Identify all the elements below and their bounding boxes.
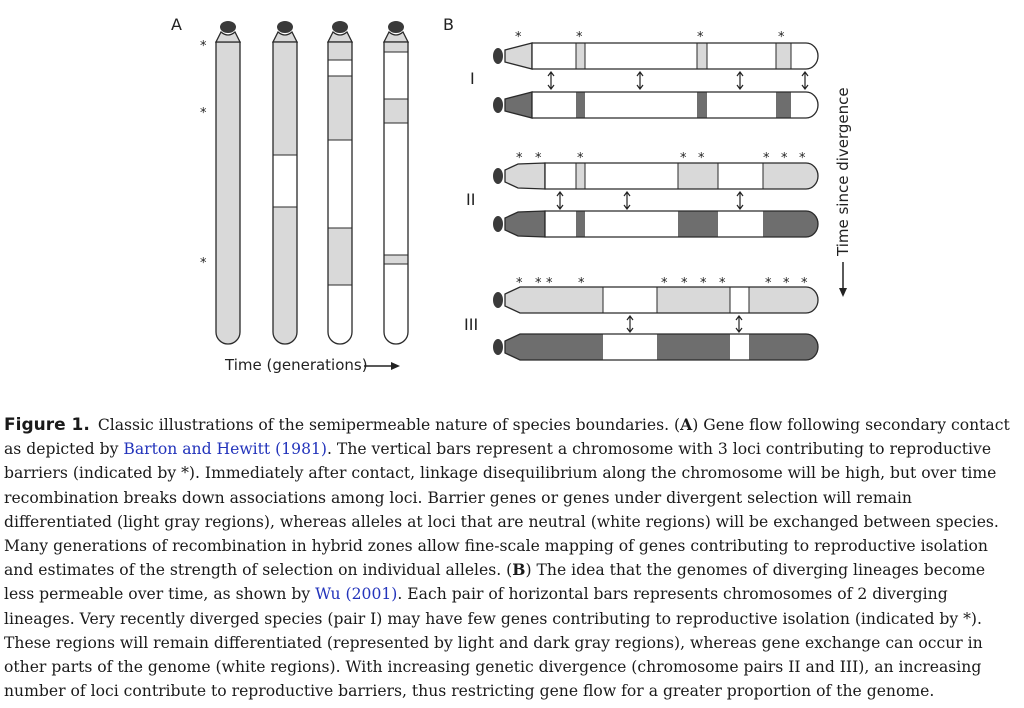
panel-b-time-label: Time since divergence — [834, 87, 852, 257]
pair-iii-star: * — [546, 276, 553, 291]
pair-ii-star: * — [535, 151, 542, 166]
pair-iii-star: * — [535, 276, 542, 291]
citation-link-wu[interactable]: Wu (2001) — [315, 585, 398, 604]
panel-a-time-arrow — [364, 362, 400, 370]
pair-i-star: * — [515, 30, 522, 45]
citation-link-barton-hewitt[interactable]: Barton and Hewitt (1981) — [123, 440, 328, 459]
pair-i-star: * — [576, 30, 583, 45]
pair-label-i: I — [470, 69, 475, 88]
caption-text-5: . Each pair of horizontal bars represent… — [4, 585, 983, 701]
caption-text-3: . The vertical bars represent a chromoso… — [4, 440, 999, 580]
chromosome-i-bottom — [493, 91, 819, 119]
caption-text-1: Classic illustrations of the semipermeab… — [97, 416, 681, 434]
figure-diagram: A * * * — [171, 15, 852, 374]
pair-ii-star: * — [577, 151, 584, 166]
panel-a-label: A — [171, 15, 182, 34]
caption-text-2: ) Gene flow following secondary contact … — [4, 416, 1010, 459]
pair-ii-star: * — [698, 151, 705, 166]
chromosome-iii-top — [493, 286, 819, 314]
pair-i-star: * — [778, 30, 785, 45]
figure-caption: Figure 1. Classic illustrations of the se… — [4, 413, 1020, 703]
centromere-a4 — [388, 21, 404, 33]
pair-label-iii: III — [464, 315, 478, 334]
pair-i-exchange-arrows — [547, 71, 809, 90]
pair-iii-star: * — [578, 276, 585, 291]
chromosome-a2 — [271, 21, 299, 345]
pair-iii-star: * — [765, 276, 772, 291]
chromosome-a1 — [214, 21, 242, 345]
chromosome-ii-top — [493, 162, 819, 190]
panel-b-time-arrow — [839, 262, 847, 297]
pair-iii-star: * — [681, 276, 688, 291]
pair-iii-star: * — [719, 276, 726, 291]
chromosome-a4 — [382, 21, 410, 345]
panel-a-time-label: Time (generations) — [224, 356, 368, 374]
chromosome-ii-bottom — [493, 210, 819, 238]
caption-letter-b: B — [512, 560, 526, 580]
pair-iii-star: * — [661, 276, 668, 291]
pair-ii-star: * — [763, 151, 770, 166]
pair-iii-star: * — [516, 276, 523, 291]
centromere-a2 — [277, 21, 293, 33]
pair-ii-star: * — [799, 151, 806, 166]
pair-ii-star: * — [516, 151, 523, 166]
pair-ii-star: * — [680, 151, 687, 166]
chromosome-i-top — [493, 42, 819, 70]
chromosome-a3 — [326, 21, 354, 345]
pair-iii-star: * — [783, 276, 790, 291]
pair-iii-exchange-arrows — [626, 315, 743, 333]
figure-label: Figure 1. — [4, 415, 90, 435]
pair-ii-exchange-arrows — [556, 191, 744, 210]
panel-a-star-3: * — [200, 256, 207, 271]
panel-a-star-2: * — [200, 106, 207, 121]
caption-text-4: ) The idea that the genomes of diverging… — [4, 561, 986, 604]
caption-letter-a: A — [680, 415, 693, 434]
panel-b-label: B — [443, 15, 454, 34]
pair-iii-star: * — [700, 276, 707, 291]
panel-a-star-1: * — [200, 39, 207, 54]
pair-ii-star: * — [781, 151, 788, 166]
centromere-a1 — [220, 21, 236, 33]
pair-iii-star: * — [801, 276, 808, 291]
pair-i-star: * — [697, 30, 704, 45]
centromere-a3 — [332, 21, 348, 33]
pair-label-ii: II — [466, 190, 475, 209]
chromosome-iii-bottom — [493, 333, 819, 361]
